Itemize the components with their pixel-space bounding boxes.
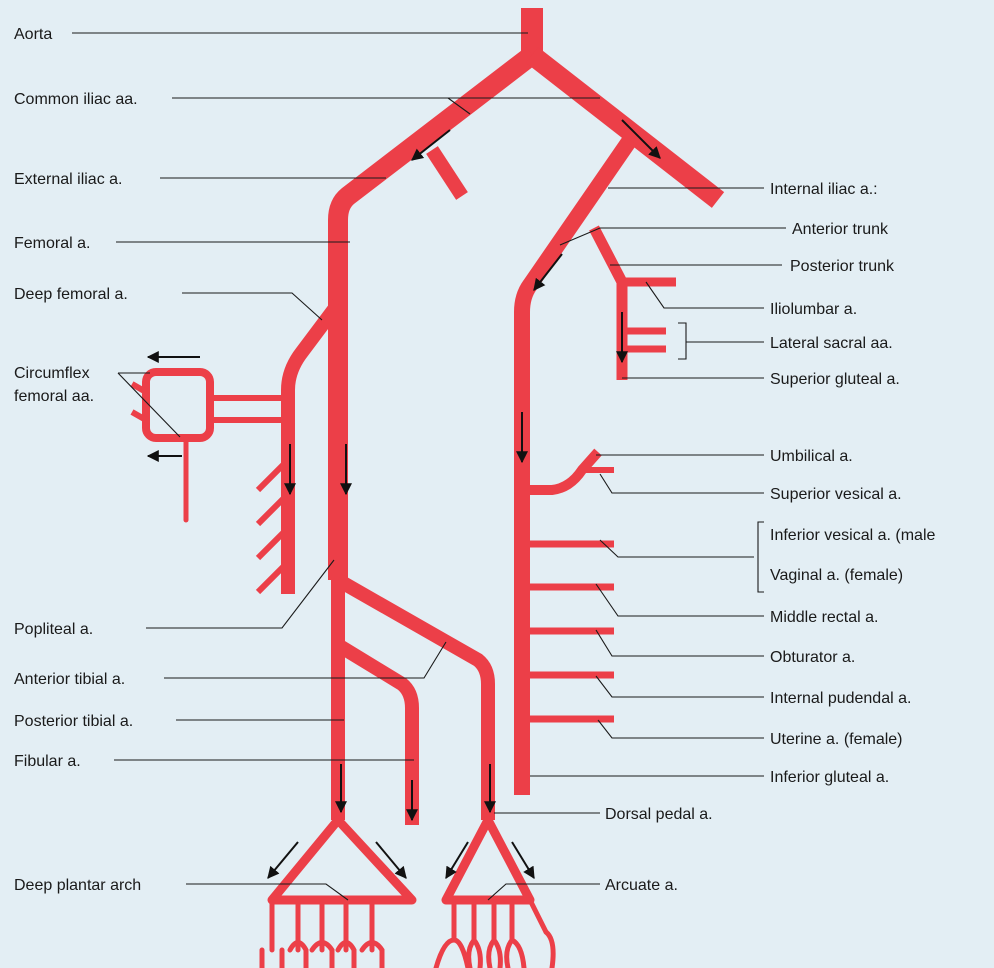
arteries [132,8,718,968]
leader-deep-femoral [182,293,322,320]
leader-internal-pudendal [596,676,764,697]
flow-arrows [148,120,660,878]
label-internal-iliac: Internal iliac a.: [770,181,878,198]
label-uterine: Uterine a. (female) [770,731,903,748]
right-common-iliac-vessel [532,55,718,200]
plantar-digital-branches [262,900,382,968]
circumflex-connector [208,398,288,420]
label-common-iliac: Common iliac aa. [14,91,138,108]
leader-uterine [598,720,764,738]
label-external-iliac: External iliac a. [14,171,123,188]
label-dorsal-pedal: Dorsal pedal a. [605,806,713,823]
fibular-vessel [338,645,412,825]
external-iliac-stub [432,150,462,196]
leader-middle-rectal [596,584,764,616]
labels: Aorta Common iliac aa. External iliac a.… [14,26,935,894]
leader-superior-vesical [600,474,764,493]
leader-anterior-tibial [164,642,446,678]
label-obturator: Obturator a. [770,649,855,666]
leader-lateral-sacral-bracket [678,323,686,359]
label-fibular: Fibular a. [14,753,81,770]
label-posterior-tibial: Posterior tibial a. [14,713,133,730]
label-circumflex-1: Circumflex [14,365,90,382]
label-deep-femoral: Deep femoral a. [14,286,128,303]
leader-bracket-right [758,522,764,592]
label-deep-plantar-arch: Deep plantar arch [14,877,141,894]
label-popliteal: Popliteal a. [14,621,93,638]
label-anterior-trunk: Anterior trunk [792,221,889,238]
label-femoral: Femoral a. [14,235,90,252]
label-aorta: Aorta [14,26,52,43]
label-lateral-sacral: Lateral sacral aa. [770,335,893,352]
leader-inferior-vesical [600,540,754,557]
label-inferior-gluteal: Inferior gluteal a. [770,769,889,786]
posterior-trunk-vessel [594,228,622,380]
label-anterior-tibial: Anterior tibial a. [14,671,125,688]
label-inferior-vesical: Inferior vesical a. (male [770,527,935,544]
leader-obturator [596,630,764,656]
label-superior-gluteal: Superior gluteal a. [770,371,900,388]
label-arcuate: Arcuate a. [605,877,678,894]
label-middle-rectal: Middle rectal a. [770,609,879,626]
left-common-iliac-vessel [338,55,532,580]
circumflex-loop [146,372,210,438]
label-posterior-trunk: Posterior trunk [790,258,895,275]
label-internal-pudendal: Internal pudendal a. [770,690,911,707]
arcuate-vessel [446,820,530,900]
label-superior-vesical: Superior vesical a. [770,486,902,503]
label-circumflex-2: femoral aa. [14,388,94,405]
label-iliolumbar: Iliolumbar a. [770,301,857,318]
leader-popliteal [146,560,334,628]
label-umbilical: Umbilical a. [770,448,853,465]
arcuate-digital-branches [436,900,553,968]
label-vaginal: Vaginal a. (female) [770,567,903,584]
